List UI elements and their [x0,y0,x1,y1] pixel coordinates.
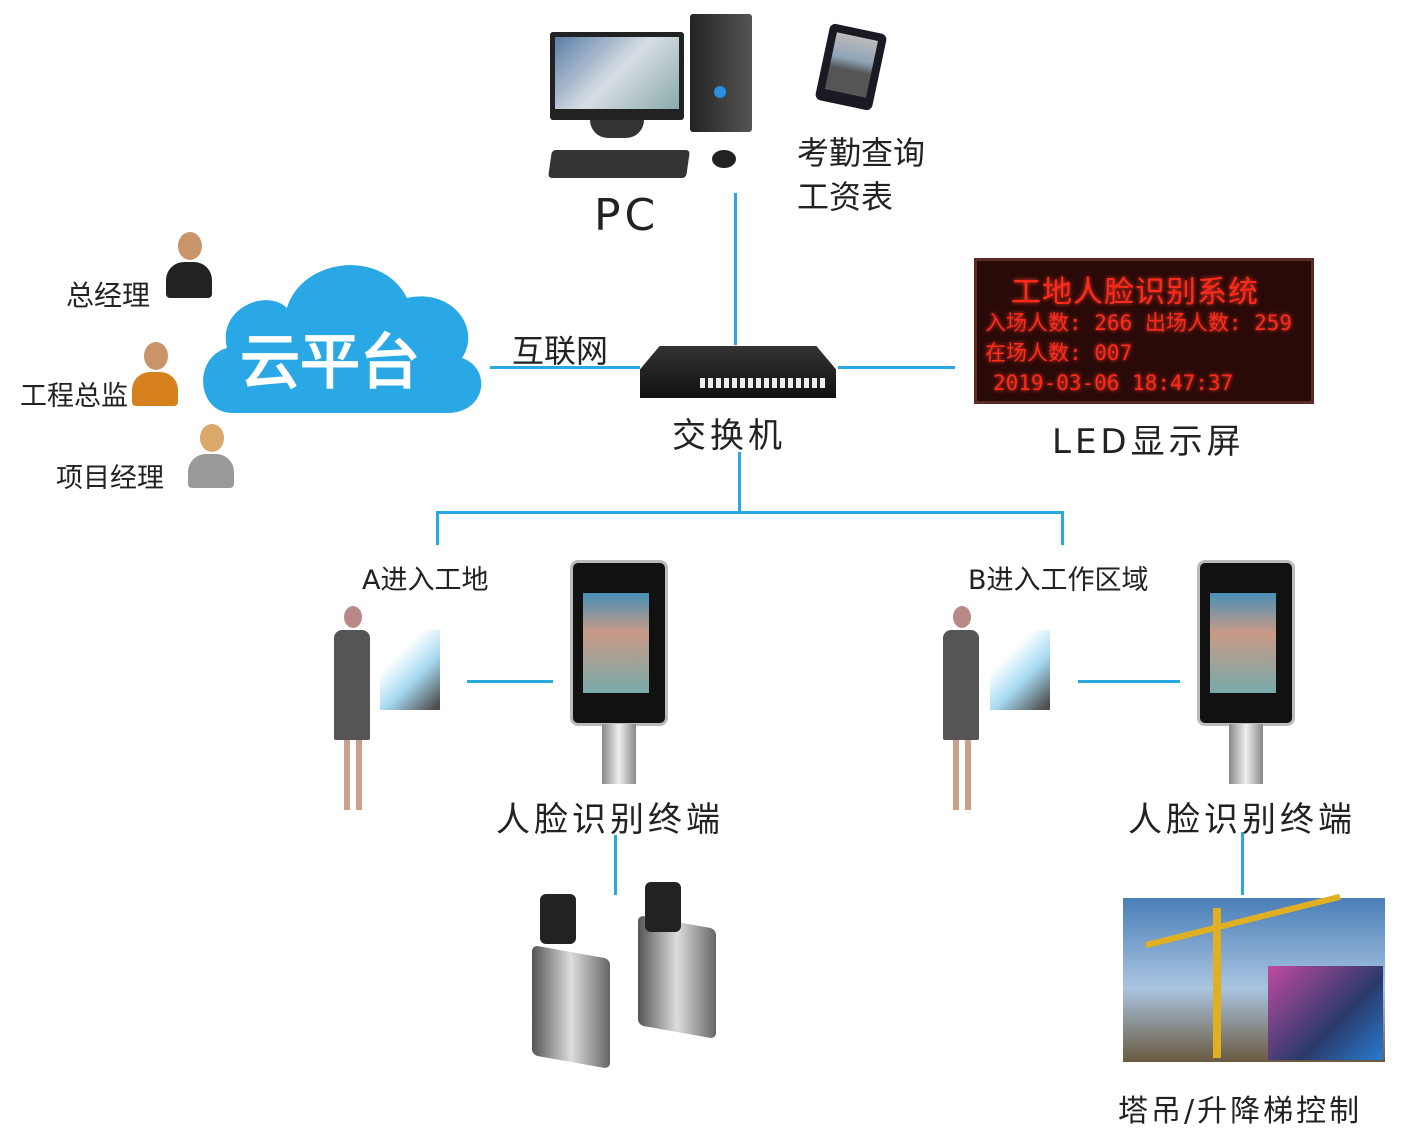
manager-avatar-icon [166,232,212,298]
line-branch-b [1061,511,1064,545]
internet-label: 互联网 [512,332,609,370]
line-switch-led [838,366,955,369]
cloud-platform-label: 云平台 [240,328,420,398]
line-b-crane [1241,832,1244,895]
tablet-icon [814,22,888,112]
pc-label: PC [594,190,660,241]
line-switch-down [738,452,741,513]
person-scanning-icon [943,606,983,816]
line-pc-switch [734,193,737,345]
led-label: LED显示屏 [1052,422,1245,462]
led-title: 工地人脸识别系统 [1011,275,1259,310]
terminal-a-label: 人脸识别终端 [496,800,724,840]
line-branch [436,511,1064,514]
person-scanning-icon [334,606,374,816]
line-cloud-switch [490,366,640,369]
led-entry-exit-count: 入场人数: 266 出场人数: 259 [985,311,1293,335]
role-project-manager: 项目经理 [56,463,164,494]
crane-label: 塔吊/升降梯控制 [1118,1094,1363,1129]
terminal-a-stand [602,724,636,784]
terminal-b-label: 人脸识别终端 [1128,800,1356,840]
zone-b-label: B进入工作区域 [968,565,1149,596]
project-manager-avatar-icon [188,424,234,488]
crane-photo [1123,893,1385,1062]
switch-label: 交换机 [672,416,786,456]
led-onsite-count: 在场人数: 007 [985,341,1133,365]
led-datetime: 2019-03-06 18:47:37 [993,371,1234,395]
face-terminal-a [570,560,668,726]
face-scan-beam-icon [990,630,1050,710]
mouse-icon [712,150,736,168]
payroll-label: 工资表 [797,178,894,216]
role-general-manager: 总经理 [66,279,151,312]
role-chief-engineer: 工程总监 [20,381,128,412]
line-b-terminal [1078,680,1180,683]
attendance-query-label: 考勤查询 [797,134,926,172]
line-a-terminal [467,680,553,683]
line-a-gate [614,835,617,895]
cloud-icon [203,265,482,413]
face-scan-beam-icon [380,630,440,710]
engineer-avatar-icon [132,342,178,406]
pc-monitor-icon [550,32,684,138]
pc-tower-icon [690,14,752,132]
terminal-b-stand [1229,724,1263,784]
turnstile-gate-icon [500,882,720,1077]
face-terminal-b [1197,560,1295,726]
led-display: 工地人脸识别系统 入场人数: 266 出场人数: 259 在场人数: 007 2… [974,258,1314,404]
network-switch-icon [640,346,836,398]
zone-a-label: A进入工地 [362,565,489,596]
keyboard-icon [548,150,690,178]
line-branch-a [436,511,439,545]
